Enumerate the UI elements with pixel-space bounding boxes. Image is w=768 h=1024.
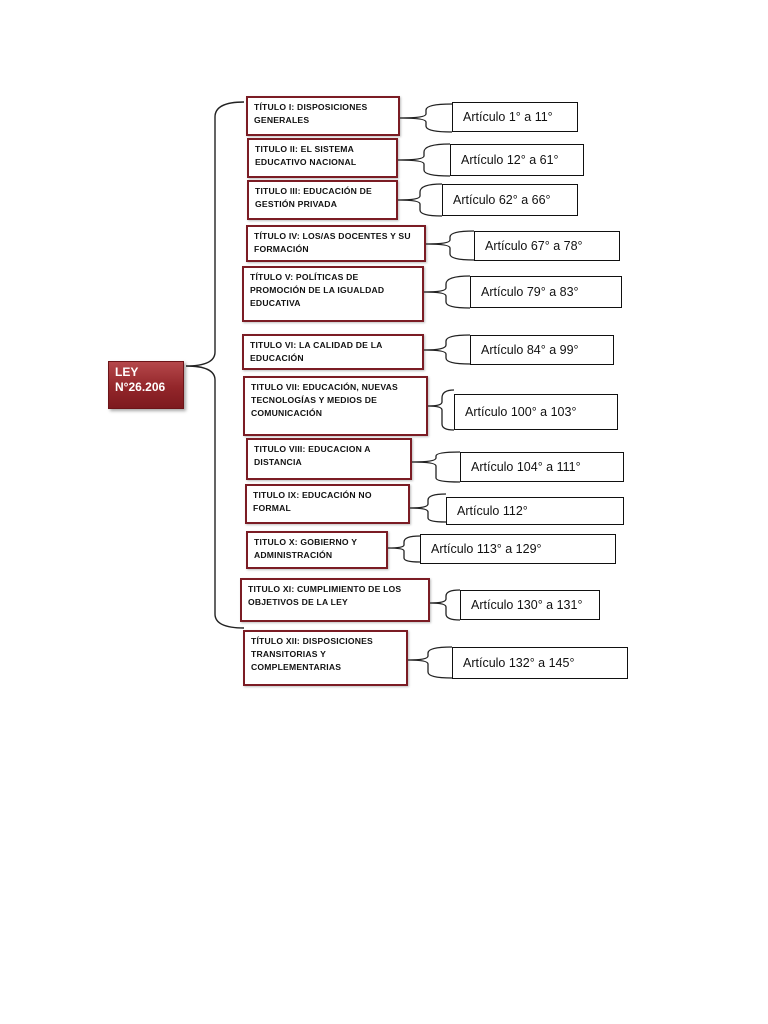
brace-2 (397, 143, 451, 177)
article-box-9: Artículo 112° (446, 497, 624, 525)
brace-6 (423, 334, 471, 365)
article-box-4: Artículo 67° a 78° (474, 231, 620, 261)
title-box-2: TITULO II: EL SISTEMA EDUCATIVO NACIONAL (247, 138, 398, 178)
ley-root-box: LEY N°26.206 (108, 361, 184, 409)
article-box-6: Artículo 84° a 99° (470, 335, 614, 365)
title-box-3: TITULO III: EDUCACIÓN DE GESTIÓN PRIVADA (247, 180, 398, 220)
title-box-4: TÍTULO IV: LOS/AS DOCENTES Y SU FORMACIÓ… (246, 225, 426, 262)
brace-4 (425, 230, 475, 261)
title-box-5: TÍTULO V: POLÍTICAS DE PROMOCIÓN DE LA I… (242, 266, 424, 322)
brace-9 (409, 493, 447, 523)
article-box-11: Artículo 130° a 131° (460, 590, 600, 620)
brace-12 (407, 646, 453, 679)
brace-11 (429, 589, 461, 621)
article-box-3: Artículo 62° a 66° (442, 184, 578, 216)
title-box-7: TITULO VII: EDUCACIÓN, NUEVAS TECNOLOGÍA… (243, 376, 428, 436)
article-box-2: Artículo 12° a 61° (450, 144, 584, 176)
title-box-1: TÍTULO I: DISPOSICIONES GENERALES (246, 96, 400, 136)
article-box-5: Artículo 79° a 83° (470, 276, 622, 308)
title-box-6: TITULO VI: LA CALIDAD DE LA EDUCACIÓN (242, 334, 424, 370)
article-box-7: Artículo 100° a 103° (454, 394, 618, 430)
title-box-12: TÍTULO XII: DISPOSICIONES TRANSITORIAS Y… (243, 630, 408, 686)
brace-1 (399, 103, 453, 133)
title-box-11: TITULO XI: CUMPLIMIENTO DE LOS OBJETIVOS… (240, 578, 430, 622)
title-box-8: TITULO VIII: EDUCACION A DISTANCIA (246, 438, 412, 480)
brace-10 (387, 535, 421, 563)
main-brace (185, 101, 245, 629)
ley-number: N°26.206 (115, 380, 166, 394)
article-box-1: Artículo 1° a 11° (452, 102, 578, 132)
brace-5 (423, 275, 471, 309)
brace-7 (427, 389, 455, 431)
title-box-9: TITULO IX: EDUCACIÓN NO FORMAL (245, 484, 410, 524)
brace-3 (397, 183, 443, 217)
brace-8 (411, 451, 461, 483)
ley-label: LEY (115, 365, 139, 379)
article-box-12: Artículo 132° a 145° (452, 647, 628, 679)
title-box-10: TITULO X: GOBIERNO Y ADMINISTRACIÓN (246, 531, 388, 569)
article-box-8: Artículo 104° a 111° (460, 452, 624, 482)
article-box-10: Artículo 113° a 129° (420, 534, 616, 564)
